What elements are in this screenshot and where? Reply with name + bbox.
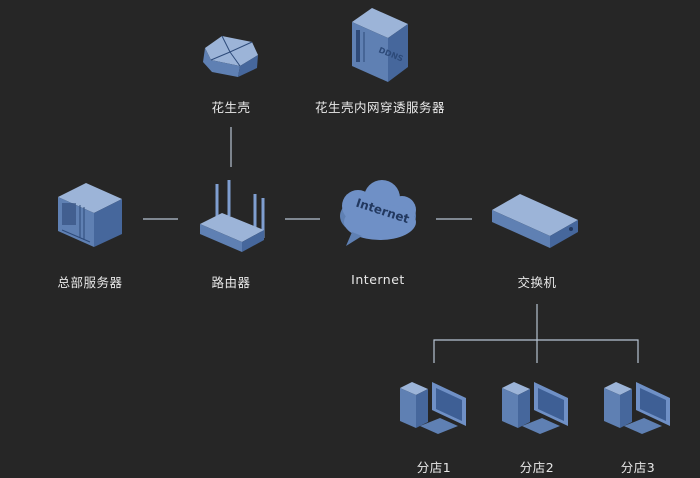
router-label: 路由器 xyxy=(211,275,251,290)
branch2-computer-icon xyxy=(502,382,568,434)
ddns-server-label: 花生壳内网穿透服务器 xyxy=(314,100,446,115)
switch-icon xyxy=(492,194,578,248)
branch3-label: 分店3 xyxy=(620,460,656,475)
internet-cloud-icon: Internet xyxy=(340,180,416,246)
branch2-label: 分店2 xyxy=(519,460,555,475)
branch3-computer-icon xyxy=(604,382,670,434)
switch-label: 交换机 xyxy=(517,275,557,290)
hq-server-icon xyxy=(58,183,122,247)
connector-branch-bus xyxy=(433,339,639,363)
huashengke-label: 花生壳 xyxy=(211,100,251,115)
branch1-label: 分店1 xyxy=(416,460,452,475)
branch1-computer-icon xyxy=(400,382,466,434)
huashengke-device-icon xyxy=(203,35,258,77)
internet-label: Internet xyxy=(351,272,405,287)
ddns-server-icon: DDNS xyxy=(352,8,408,82)
hq-server-label: 总部服务器 xyxy=(57,275,123,290)
router-icon xyxy=(200,180,265,252)
